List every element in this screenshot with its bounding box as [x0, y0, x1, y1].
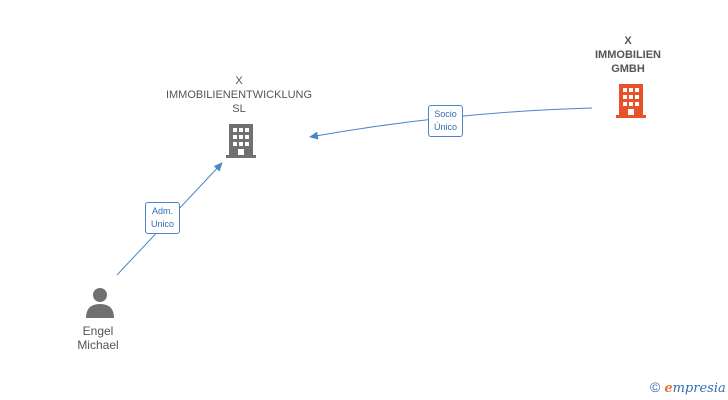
company-main-label[interactable]: X IMMOBILIENENTWICKLUNG SL	[165, 75, 313, 115]
copyright-icon: ©	[650, 379, 661, 395]
person-icon[interactable]	[86, 288, 114, 318]
building-icon[interactable]	[226, 124, 256, 158]
brand-logo[interactable]: ©empresia	[650, 379, 726, 396]
edge-socio-label: Socio Único	[428, 105, 464, 137]
person-label[interactable]: Engel Michael	[77, 324, 119, 352]
edge-admin-label: Adm. Unico	[145, 202, 181, 234]
company-parent-label[interactable]: X IMMOBILIEN GMBH	[595, 35, 661, 75]
building-icon-highlight[interactable]	[616, 84, 646, 118]
